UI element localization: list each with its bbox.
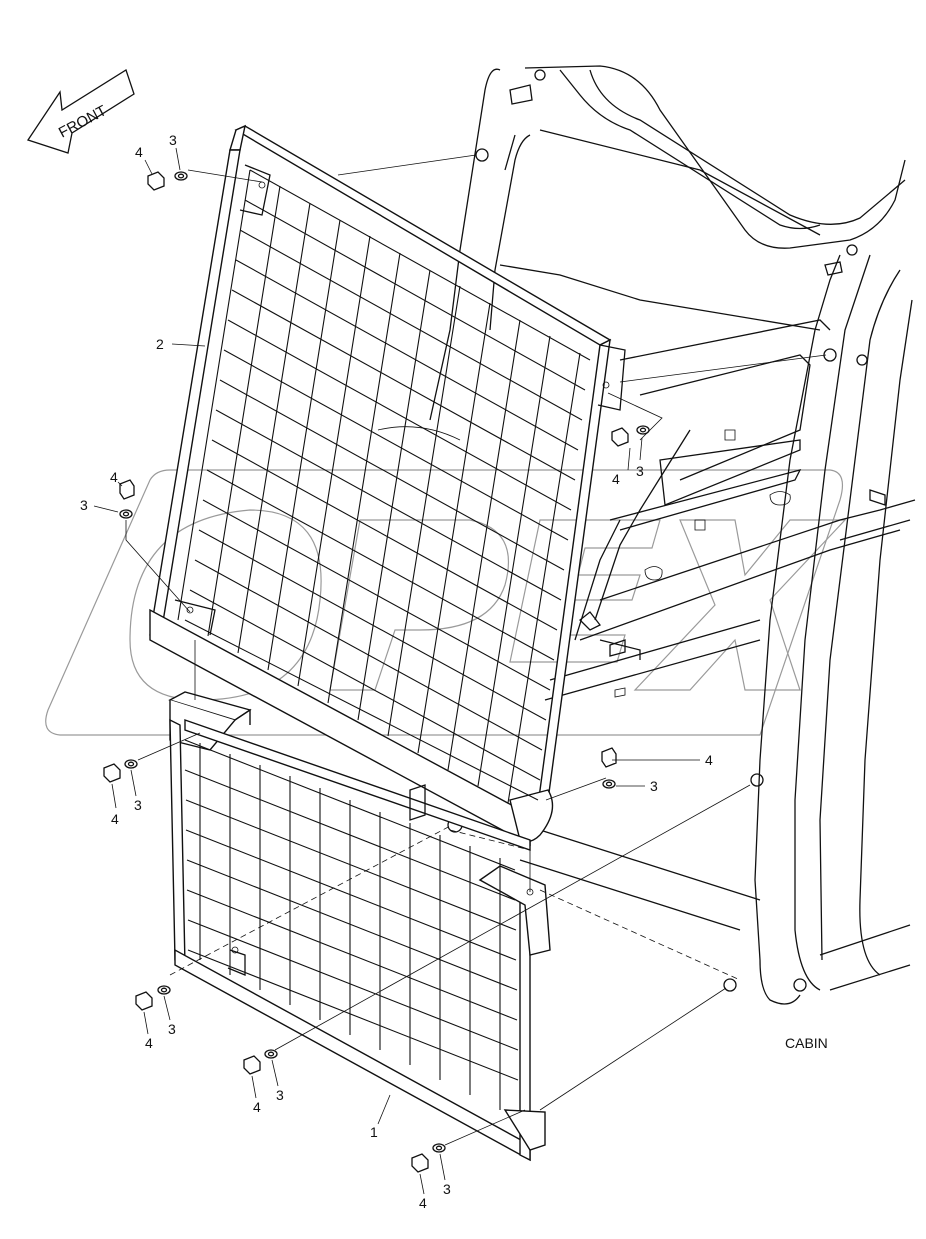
callout-3: 3	[650, 778, 658, 794]
cabin-label: CABIN	[785, 1035, 828, 1051]
callout-4: 4	[705, 752, 713, 768]
callout-4: 4	[110, 469, 118, 485]
bolt-icon	[601, 747, 617, 768]
washer-icon	[432, 1143, 446, 1153]
callout-4: 4	[253, 1099, 261, 1115]
washer-icon	[119, 509, 133, 519]
callout-3: 3	[168, 1021, 176, 1037]
callout-3: 3	[443, 1181, 451, 1197]
bolt-icon	[147, 171, 165, 191]
bolt-icon	[243, 1055, 261, 1075]
callouts: 4 3 2 4 3 3 4 4 3 4 3 4 3 4 3 1 4 3	[80, 132, 713, 1211]
callout-3: 3	[134, 797, 142, 813]
washer-icon	[157, 985, 171, 995]
callout-4: 4	[145, 1035, 153, 1051]
callout-3: 3	[169, 132, 177, 148]
washer-icon	[636, 425, 650, 435]
cabin-structure	[429, 65, 916, 1005]
callout-3: 3	[80, 497, 88, 513]
callout-2: 2	[156, 336, 164, 352]
washer-icon	[264, 1049, 278, 1059]
washer-icon	[174, 171, 188, 181]
callout-4: 4	[111, 811, 119, 827]
bolt-icon	[411, 1153, 429, 1173]
bolt-icon	[119, 479, 135, 500]
leader-lines	[125, 154, 827, 1146]
callout-4: 4	[135, 144, 143, 160]
bolt-icon	[611, 427, 629, 447]
callout-1: 1	[370, 1124, 378, 1140]
fasteners	[103, 171, 650, 1173]
callout-leaders	[93, 147, 700, 1195]
upper-grille	[149, 124, 626, 847]
bolt-icon	[135, 991, 153, 1011]
washer-icon	[602, 779, 616, 789]
callout-4: 4	[612, 471, 620, 487]
callout-3: 3	[276, 1087, 284, 1103]
washer-icon	[124, 759, 138, 769]
front-arrow: FRONT	[26, 69, 135, 154]
callout-3: 3	[636, 463, 644, 479]
lower-grille	[168, 691, 551, 1162]
callout-4: 4	[419, 1195, 427, 1211]
bolt-icon	[103, 763, 121, 783]
